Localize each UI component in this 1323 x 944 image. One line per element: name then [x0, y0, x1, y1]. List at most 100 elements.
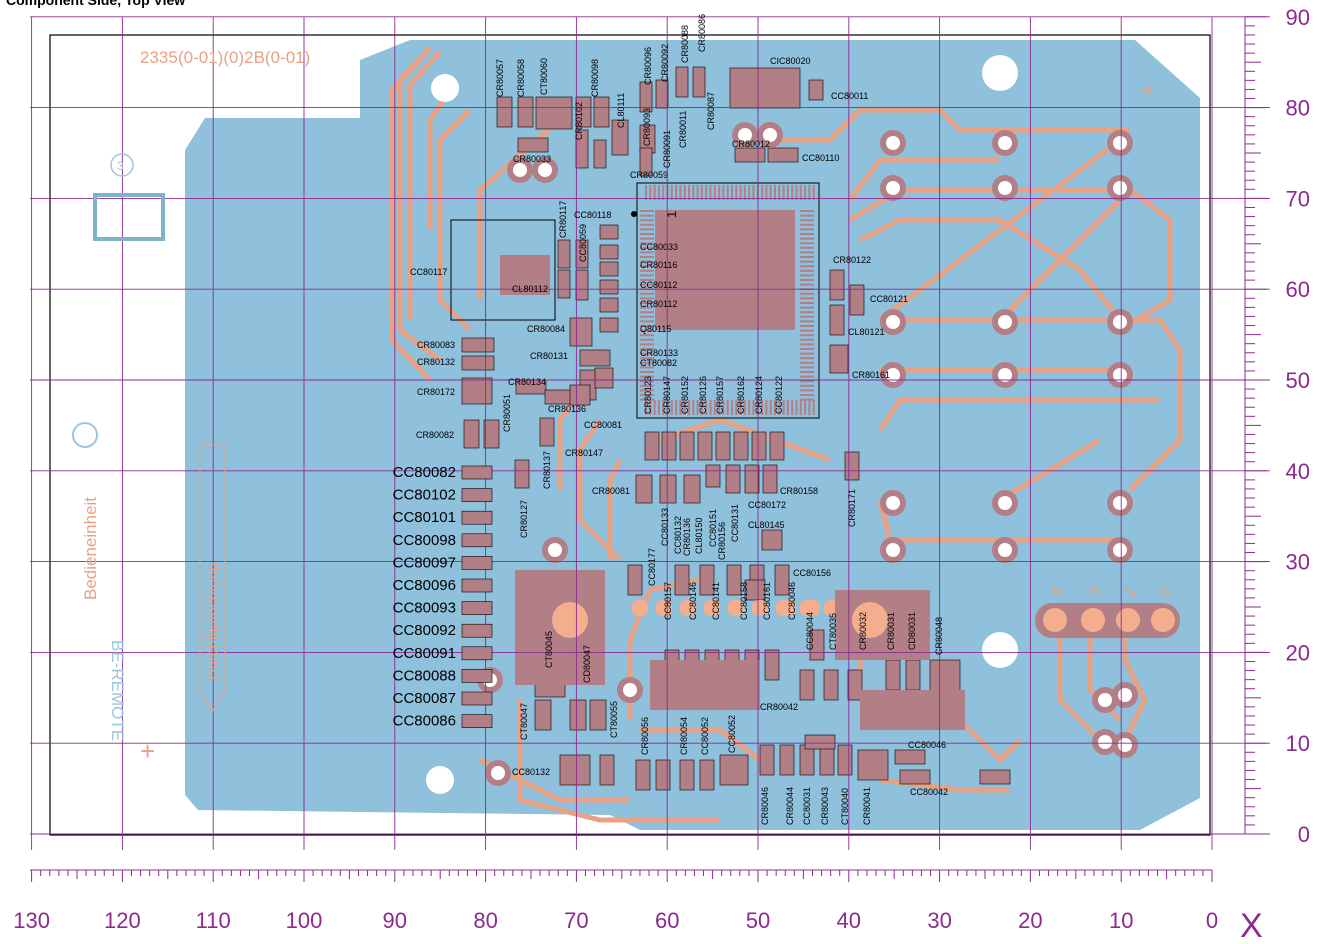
part-number: 2335 — [140, 48, 178, 67]
component-pad — [699, 564, 715, 596]
component-label: CC80110 — [802, 153, 839, 163]
y-tick-label: 0 — [1298, 822, 1310, 847]
component-label: CC80146 — [688, 582, 698, 620]
component-pad — [569, 699, 587, 731]
component-label: CR80011 — [678, 111, 688, 148]
component-label: CR80124 — [754, 376, 764, 414]
y-tick-label: 90 — [1286, 5, 1310, 30]
component-pad — [767, 147, 799, 163]
component-pad — [539, 417, 555, 447]
solder-pad — [632, 600, 648, 616]
component-label: CT80045 — [544, 631, 554, 668]
component-label: CR80059 — [630, 170, 668, 180]
component-label: CC80151 — [708, 509, 718, 547]
x-tick-label: 100 — [286, 908, 323, 933]
component-pad — [593, 96, 610, 128]
component-label: CC80052 — [700, 717, 710, 755]
component-label: CT80082 — [640, 358, 677, 368]
cc-pad — [461, 533, 493, 548]
component-pad — [726, 564, 742, 596]
through-hole — [886, 496, 900, 510]
through-hole — [886, 136, 900, 150]
cc-pad — [461, 556, 493, 570]
through-hole — [998, 315, 1012, 329]
main-ic — [636, 182, 820, 419]
component-pad — [762, 464, 778, 494]
cc-label: CC80082 — [393, 464, 456, 481]
component-label: CR80012 — [732, 139, 770, 149]
through-hole — [998, 136, 1012, 150]
component-pad — [894, 749, 926, 765]
connector — [1035, 603, 1180, 638]
component-label: CC80133 — [660, 508, 670, 546]
direction-label: Durchlaufrichtung — [204, 562, 221, 680]
component-pad — [639, 81, 653, 113]
component-pad — [635, 474, 653, 504]
component-label: CR80123 — [643, 376, 653, 414]
component-label: CC80121 — [870, 294, 908, 304]
vertical-label-unit: Bedieneinheit — [81, 497, 100, 600]
component-label: CR80082 — [416, 430, 454, 440]
component-pad — [593, 139, 607, 169]
component-label: CC80141 — [711, 582, 721, 620]
component-pad — [885, 659, 901, 691]
cc-pad — [461, 669, 493, 683]
svg-text:+: + — [140, 736, 155, 766]
component-pad — [599, 261, 619, 277]
component-pad — [655, 759, 671, 791]
cc-label: CC80091 — [393, 645, 456, 662]
component-pad — [761, 529, 783, 551]
y-tick-label: 80 — [1286, 96, 1310, 121]
component-label: CR80117 — [558, 201, 568, 238]
component-label: CR80116 — [640, 260, 677, 270]
component-label: Q80115 — [640, 324, 671, 334]
x-tick-label: 130 — [13, 908, 50, 933]
solder-pad — [680, 600, 696, 616]
component-pad — [764, 649, 780, 681]
component-label: CD80047 — [582, 645, 592, 683]
component-label: CR80046 — [760, 787, 770, 825]
ic-pin1-label: 1 — [664, 211, 679, 218]
cc-label: CC80098 — [393, 532, 456, 549]
x-tick-label: 40 — [837, 908, 861, 933]
component-pad — [804, 734, 836, 750]
x-tick-label: 30 — [927, 908, 951, 933]
component-pad — [644, 431, 660, 461]
component-label: CR80083 — [417, 340, 455, 350]
component-pad — [675, 66, 689, 98]
component-pad — [929, 659, 961, 695]
component-label: CR80127 — [519, 500, 529, 538]
component-pad — [719, 754, 749, 786]
component-label: CC80177 — [647, 548, 657, 586]
component-pad — [483, 419, 500, 449]
component-pad — [829, 304, 845, 336]
cc-label: CC80102 — [393, 487, 456, 504]
component-pad — [679, 759, 695, 791]
svg-text:+: + — [1140, 76, 1155, 106]
y-tick-label: 50 — [1286, 368, 1310, 393]
component-label: CR80031 — [886, 612, 896, 650]
through-hole — [513, 163, 527, 177]
component-pad — [635, 759, 651, 791]
component-label: CR80054 — [679, 717, 689, 755]
component-pad — [463, 419, 480, 449]
y-tick-label: 30 — [1286, 550, 1310, 575]
x-tick-label: 110 — [196, 908, 231, 933]
component-label: CT80035 — [828, 613, 838, 650]
component-pad — [534, 699, 552, 731]
component-pad — [769, 431, 785, 461]
component-label: CR80122 — [833, 255, 871, 265]
through-hole — [491, 766, 505, 780]
component-label: CR80081 — [592, 486, 630, 496]
component-label: CR80086 — [697, 14, 707, 52]
cc-label: CC80092 — [393, 622, 456, 639]
through-hole — [998, 496, 1012, 510]
through-hole — [886, 368, 900, 382]
through-hole — [886, 181, 900, 195]
component-pad — [715, 431, 731, 461]
component-label: CR80044 — [785, 787, 795, 825]
component-label: CL80112 — [512, 284, 548, 294]
circle-mark: 3 — [117, 159, 124, 173]
